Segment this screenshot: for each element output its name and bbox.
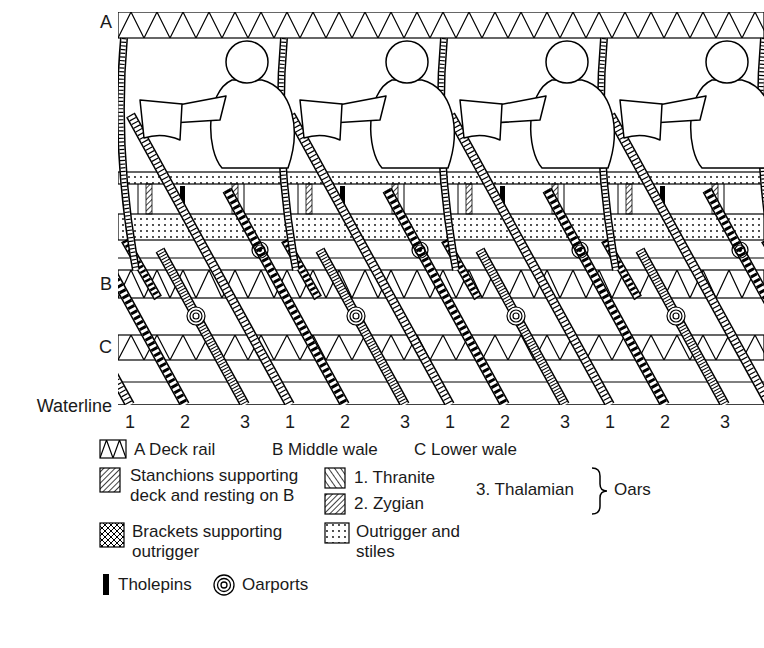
legend-text: A Deck rail: [134, 440, 215, 460]
legend-text: Outrigger and stiles: [356, 522, 486, 563]
callout-number: 3: [560, 412, 570, 434]
legend-text: 3. Thalamian: [476, 480, 574, 500]
part-label: A: [60, 12, 112, 34]
callout-number: 1: [125, 412, 135, 434]
callout-number: 3: [720, 412, 730, 434]
callout-number: 3: [400, 412, 410, 434]
callout-number: 1: [605, 412, 615, 434]
callout-number: 2: [660, 412, 670, 434]
waterline-label: Waterline: [10, 396, 112, 418]
legend-text: Tholepins: [118, 575, 192, 595]
callout-number: 1: [285, 412, 295, 434]
legend-text: 1. Thranite: [354, 468, 435, 488]
part-label: C: [60, 337, 112, 359]
callout-number: 2: [180, 412, 190, 434]
legend-text: 2. Zygian: [354, 494, 424, 514]
legend-text: Oarports: [242, 575, 308, 595]
part-label: B: [60, 274, 112, 296]
callout-number: 2: [500, 412, 510, 434]
callout-number: 2: [340, 412, 350, 434]
legend-text: C Lower wale: [414, 440, 517, 460]
callout-number: 1: [445, 412, 455, 434]
legend-text: Brackets supporting outrigger: [132, 522, 297, 563]
callout-number: 3: [240, 412, 250, 434]
legend-label: Oars: [614, 480, 651, 500]
legend-text: Stanchions supporting deck and resting o…: [130, 466, 320, 507]
legend-text: B Middle wale: [272, 440, 378, 460]
